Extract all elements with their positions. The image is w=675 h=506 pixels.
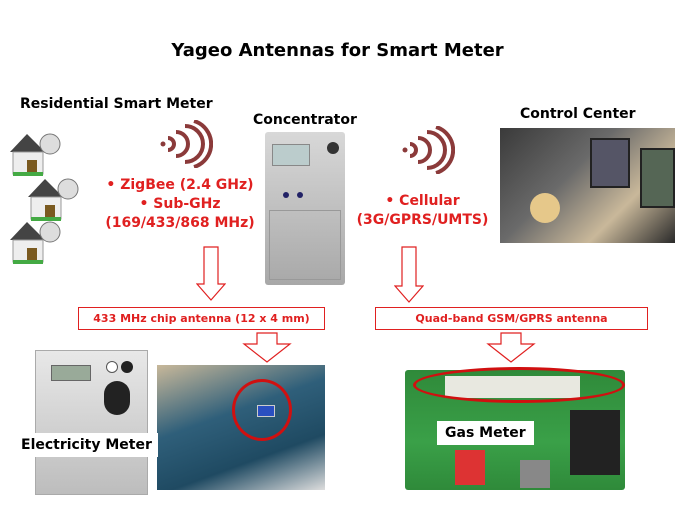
protocol-subghz: • Sub-GHz [139,196,221,212]
concentrator-image [265,132,345,285]
control-center-photo [500,128,675,243]
right-protocol-list: • Cellular (3G/GPRS/UMTS) [345,192,500,230]
wireless-signal-icon [402,126,455,174]
protocol-cellular-bands: (3G/GPRS/UMTS) [356,212,489,228]
left-protocol-list: • ZigBee (2.4 GHz) • Sub-GHz (169/433/86… [90,176,270,233]
houses-icon [9,133,79,265]
chip-antenna-board-photo [157,365,325,490]
gas-meter-label: Gas Meter [437,421,534,445]
protocol-zigbee: • ZigBee (2.4 GHz) [106,177,254,193]
down-arrow-icon [486,332,536,363]
wireless-signal-icon [160,120,213,168]
chip-antenna-box: 433 MHz chip antenna (12 x 4 mm) [78,307,325,330]
concentrator-label: Concentrator [253,112,357,128]
gsm-antenna-box: Quad-band GSM/GPRS antenna [375,307,648,330]
residential-label: Residential Smart Meter [20,96,213,112]
page-title: Yageo Antennas for Smart Meter [171,40,504,61]
down-arrow-icon [394,246,424,303]
down-arrow-icon [196,246,226,301]
protocol-cellular: • Cellular [385,193,460,209]
protocol-subghz-bands: (169/433/868 MHz) [105,215,255,231]
electricity-meter-label: Electricity Meter [15,433,158,457]
control-center-label: Control Center [520,106,636,122]
antenna-highlight-ellipse [413,367,625,403]
electricity-meter-photo [35,350,148,495]
down-arrow-icon [242,332,292,363]
